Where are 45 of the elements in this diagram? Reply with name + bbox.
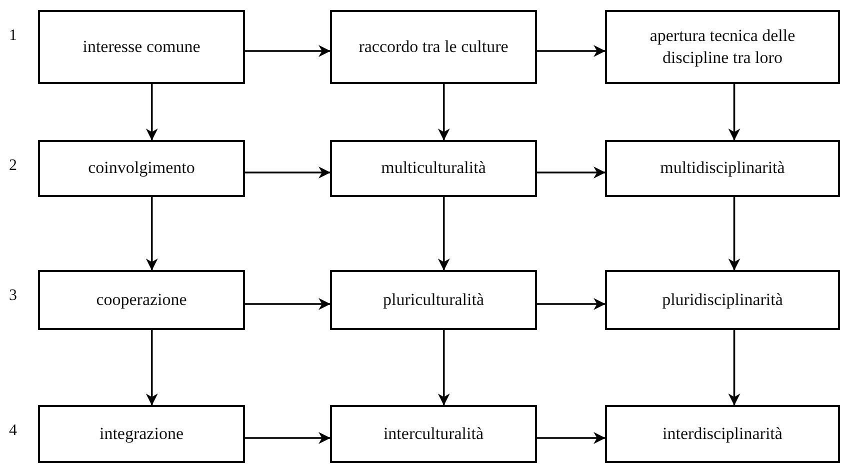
process-box: [605, 140, 840, 197]
row-number: 2: [9, 156, 17, 176]
box-text: apertura tecnica delle discipline tra loro: [648, 24, 796, 69]
arrow: [728, 84, 740, 140]
box-text: interculturalità: [383, 422, 484, 445]
arrow: [537, 45, 606, 57]
process-box: [38, 270, 245, 330]
arrow: [728, 330, 740, 406]
box-text: integrazione: [99, 422, 184, 445]
process-box: [330, 270, 537, 330]
process-box: [330, 10, 537, 84]
box-text: cooperazione: [96, 288, 187, 311]
box-text: pluriculturalità: [382, 288, 484, 311]
arrow: [146, 330, 158, 406]
row-number: 1: [9, 26, 17, 46]
process-box: [38, 405, 245, 463]
arrow: [245, 298, 330, 310]
arrow: [146, 197, 158, 270]
row-number: 4: [9, 421, 17, 441]
box-text: raccordo tra le culture: [358, 36, 508, 58]
process-box: [330, 405, 537, 463]
process-box: [330, 140, 537, 197]
box-text: pluridisciplinarità: [662, 288, 783, 311]
box-text: interdisciplinarità: [662, 422, 782, 445]
process-box: [605, 405, 840, 463]
process-box: [605, 10, 840, 84]
arrow: [146, 84, 158, 140]
arrow: [537, 432, 606, 444]
process-box: [605, 270, 840, 330]
arrow: [537, 166, 606, 178]
box-text: interesse comune: [82, 36, 200, 58]
arrow: [537, 298, 606, 310]
arrow: [438, 84, 450, 140]
box-text: coinvolgimento: [88, 157, 195, 180]
box-text: multiculturalità: [381, 157, 486, 180]
arrow: [245, 45, 330, 57]
process-box: [38, 140, 245, 197]
row-number: 3: [9, 286, 17, 306]
arrow: [245, 166, 330, 178]
arrow: [438, 197, 450, 270]
arrow: [245, 432, 330, 444]
arrow: [728, 197, 740, 270]
arrow: [438, 330, 450, 406]
process-box: [38, 10, 245, 84]
box-text: multidisciplinarità: [660, 157, 785, 180]
